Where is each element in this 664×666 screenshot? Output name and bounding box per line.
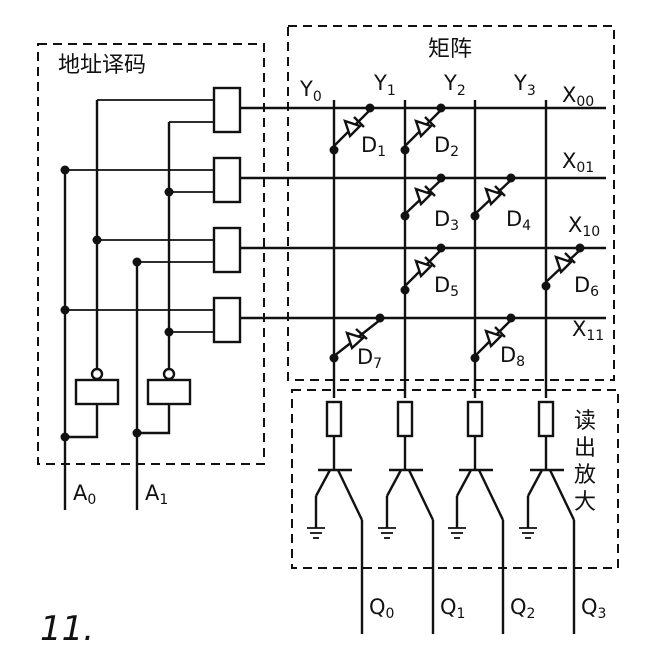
label-q3: Q3: [581, 595, 606, 622]
diode-d3: D3: [400, 173, 459, 234]
matrix-region: [287, 25, 615, 381]
amp-title-char-3: 放: [574, 463, 596, 488]
label-a0: A0: [73, 481, 96, 508]
label-x10: X10: [568, 213, 600, 240]
label-q0: Q0: [369, 595, 394, 622]
and-gate-x11: [212, 296, 242, 344]
label-x00: X00: [562, 83, 594, 110]
amp-title-char-2: 出: [574, 436, 596, 461]
diode-d3-label: D3: [434, 207, 459, 234]
amp-title-char-1: 读: [574, 409, 596, 434]
diode-d1-label: D1: [361, 133, 386, 160]
label-y3: Y3: [513, 71, 536, 99]
label-a1: A1: [145, 481, 168, 508]
diode-d4-label: D4: [506, 207, 531, 234]
inverter-a0-bubble: [90, 367, 104, 381]
diode-d7: D7: [329, 313, 385, 372]
diode-d6: D6: [541, 243, 599, 300]
junction-dot: [132, 428, 142, 438]
amp-stage-2: [448, 400, 505, 634]
decoder-title: 地址译码: [58, 53, 146, 78]
inverter-a0-input-wire: [65, 404, 99, 439]
label-x01: X01: [562, 149, 594, 176]
label-q1: Q1: [440, 595, 465, 622]
and-gate-x01: [212, 156, 242, 204]
amp-stage-0: [307, 400, 364, 634]
diode-d2-label: D2: [434, 133, 459, 160]
diode-d6-label: D6: [574, 273, 599, 300]
inverter-a1-input-wire: [137, 404, 171, 435]
label-q2: Q2: [510, 595, 535, 622]
inverter-a1-bubble: [162, 367, 176, 381]
figure-number: 11.: [40, 609, 94, 649]
and-gate-x00: [212, 86, 242, 134]
label-y2: Y2: [443, 71, 466, 99]
label-x11: X11: [572, 317, 604, 344]
address-decoder-region: [37, 43, 265, 465]
junction-dot: [60, 305, 70, 315]
resistor-1: [396, 400, 414, 438]
junction-dot: [92, 235, 102, 245]
inverter-a0: [74, 378, 120, 406]
label-y1: Y1: [373, 71, 396, 99]
label-y0: Y0: [299, 77, 322, 105]
diode-d5-label: D5: [434, 273, 459, 300]
resistor-3: [537, 400, 555, 438]
and-gate-x10: [212, 226, 242, 274]
junction-dot: [132, 257, 142, 267]
diode-d2: D2: [400, 103, 459, 160]
resistor-2: [466, 400, 484, 438]
diode-d8-label: D8: [500, 343, 525, 370]
junction-dot: [164, 327, 174, 337]
readout-amp-region: [291, 389, 619, 569]
resistor-0: [325, 400, 343, 438]
junction-dot: [60, 165, 70, 175]
matrix-title: 矩阵: [428, 37, 472, 62]
junction-dot: [60, 432, 70, 442]
diode-d4: D4: [470, 173, 531, 234]
inverter-a1: [146, 378, 192, 406]
amp-stage-3: [519, 400, 576, 634]
diode-d8: D8: [470, 313, 525, 370]
diode-d7-label: D7: [357, 345, 382, 372]
amp-stage-1: [378, 400, 435, 634]
amp-title-char-4: 大: [574, 490, 596, 515]
junction-dot: [164, 187, 174, 197]
diode-d1: D1: [329, 103, 386, 160]
diode-d5: D5: [400, 243, 459, 300]
